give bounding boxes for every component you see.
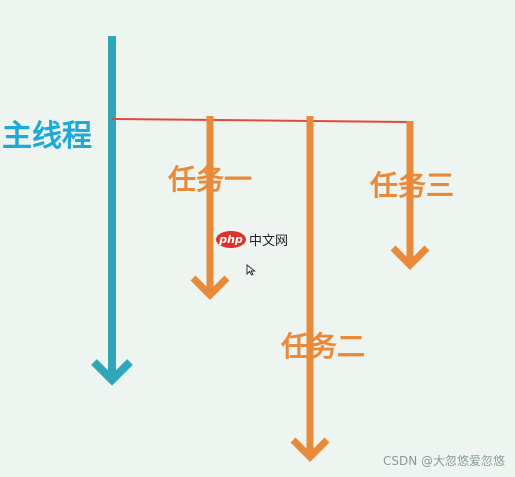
- cursor-icon: [246, 264, 256, 276]
- task1-arrow: [190, 116, 230, 300]
- php-badge: php: [216, 231, 246, 248]
- spawn-connector-line: [111, 118, 413, 123]
- watermark: CSDN @大忽悠爱忽悠: [382, 454, 505, 468]
- php-cn-logo: php 中文网: [216, 230, 288, 249]
- task2-label: 任务二: [281, 330, 366, 363]
- task3-arrow: [390, 121, 430, 270]
- php-logo-text: 中文网: [249, 234, 289, 249]
- task3-label: 任务三: [370, 169, 455, 202]
- task1-label: 任务一: [168, 163, 253, 196]
- task2-arrow: [290, 116, 330, 462]
- main-thread-label: 主线程: [2, 119, 92, 154]
- main-thread-arrow: [91, 36, 133, 386]
